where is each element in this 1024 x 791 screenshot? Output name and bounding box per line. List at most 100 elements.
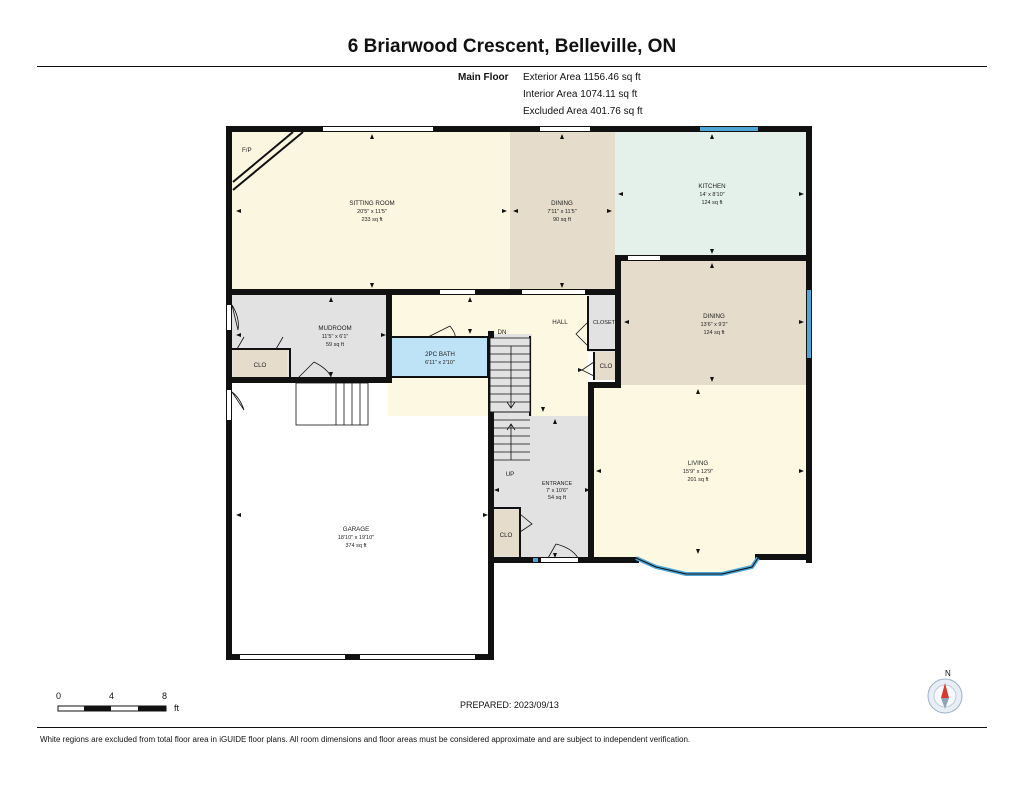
arrow xyxy=(607,209,612,213)
door-garage xyxy=(231,391,245,411)
wall-fireplace xyxy=(232,131,294,183)
dining-top-fill xyxy=(510,131,615,291)
scale-tick-8: 8 xyxy=(162,691,168,701)
arrow xyxy=(513,209,518,213)
clo-entry-fill xyxy=(492,510,520,556)
dining-top-name: DINING xyxy=(551,200,573,207)
kitchen-fill xyxy=(615,131,807,256)
arrow xyxy=(585,488,590,492)
arrow xyxy=(624,320,629,324)
door-garage-stair xyxy=(295,361,333,381)
arrow xyxy=(483,513,488,517)
arrow xyxy=(799,192,804,196)
garage-dims: 18'10" x 19'10" xyxy=(338,535,374,541)
wall-closet xyxy=(587,296,618,351)
compass-needle-south xyxy=(941,698,949,709)
header-rule xyxy=(37,66,987,67)
excluded-area: Excluded Area 401.76 sq ft xyxy=(523,106,643,117)
wall-fireplace-inner xyxy=(232,131,304,191)
bay-outline xyxy=(635,557,759,575)
arrow xyxy=(553,553,557,558)
arrow xyxy=(541,407,545,412)
door-mud xyxy=(231,304,239,331)
arrow xyxy=(710,134,714,139)
garage-name: GARAGE xyxy=(343,526,369,533)
entrance-area: 54 sq ft xyxy=(548,495,567,501)
stairs-down-arrow xyxy=(506,346,516,409)
arrow xyxy=(236,209,241,213)
arrow xyxy=(710,377,714,382)
stairs-up-arrow xyxy=(506,423,516,460)
entrance-name: ENTRANCE xyxy=(542,481,573,487)
exterior-area: Exterior Area 1156.46 sq ft xyxy=(523,72,641,83)
compass-north-label: N xyxy=(945,669,951,678)
arrow xyxy=(596,469,601,473)
stairs-down-block xyxy=(489,337,531,413)
arrow xyxy=(468,297,472,302)
arrow xyxy=(710,249,714,254)
living-area: 201 sq ft xyxy=(687,477,709,483)
stairs-up-block xyxy=(295,382,369,426)
arrow xyxy=(381,333,386,337)
scale-tick-4: 4 xyxy=(109,691,115,701)
stairs-down-treads xyxy=(490,345,530,413)
mudroom-dims: 11'5" x 6'1" xyxy=(322,334,349,340)
mudroom-area: 59 sq ft xyxy=(326,342,345,348)
bath-dims: 6'11" x 2'10" xyxy=(425,360,455,366)
dining-right-dims: 13'6" x 9'2" xyxy=(700,322,727,328)
doors xyxy=(231,304,595,559)
closet-name: CLOSET xyxy=(593,320,616,326)
arrow xyxy=(696,389,700,394)
scale-bar-seg-1 xyxy=(84,706,111,711)
plan-title: 6 Briarwood Crescent, Belleville, ON xyxy=(347,36,677,57)
door-closet xyxy=(575,321,589,347)
wall-bath xyxy=(389,336,489,378)
clo-mud-fill xyxy=(233,350,287,378)
arrow xyxy=(329,372,333,377)
arrow xyxy=(799,469,804,473)
living-name: LIVING xyxy=(688,460,708,467)
scale-tick-0: 0 xyxy=(56,691,62,701)
clo-mud-name: CLO xyxy=(254,362,267,369)
door-bath xyxy=(427,325,456,338)
arrow xyxy=(329,297,333,302)
sitting-room-area: 233 sq ft xyxy=(361,217,383,223)
interior-area: Interior Area 1074.11 sq ft xyxy=(523,89,638,100)
footer-rule xyxy=(37,727,987,728)
living-dims: 15'9" x 12'9" xyxy=(683,469,713,475)
wall-clo-mud xyxy=(232,348,291,380)
label-dn: DN xyxy=(498,329,507,336)
arrow xyxy=(468,329,472,334)
wall-clo-entry xyxy=(491,507,521,558)
arrow xyxy=(560,283,564,288)
garage-area: 374 sq ft xyxy=(345,543,367,549)
dining-top-area: 90 sq ft xyxy=(553,217,572,223)
bay-fill xyxy=(636,557,758,573)
scale-bar xyxy=(57,705,167,712)
scale-unit: ft xyxy=(174,703,180,713)
arrow xyxy=(370,283,374,288)
arrow xyxy=(236,513,241,517)
stairs xyxy=(295,337,531,461)
stairs-up-treads xyxy=(335,383,361,425)
arrow xyxy=(799,320,804,324)
label-up: UP xyxy=(506,471,515,478)
stairs-lower-treads xyxy=(490,419,530,461)
kitchen-area: 124 sq ft xyxy=(701,200,723,206)
living-fill xyxy=(593,385,807,557)
clo-right-name: CLO xyxy=(600,363,613,370)
disclaimer: White regions are excluded from total fl… xyxy=(40,735,691,744)
clo-entry-name: CLO xyxy=(500,532,513,539)
arrow xyxy=(236,333,241,337)
dining-right-name: DINING xyxy=(703,313,725,320)
door-clo-mud xyxy=(236,336,284,350)
entrance-dims: 7' x 10'6" xyxy=(546,488,568,494)
scale-bar-seg-2 xyxy=(138,706,166,711)
kitchen-name: KITCHEN xyxy=(698,183,725,190)
door-clo-entry xyxy=(519,513,533,533)
arrow xyxy=(618,192,623,196)
bath-name: 2PC BATH xyxy=(425,351,455,358)
arrow xyxy=(710,263,714,268)
arrow xyxy=(560,134,564,139)
